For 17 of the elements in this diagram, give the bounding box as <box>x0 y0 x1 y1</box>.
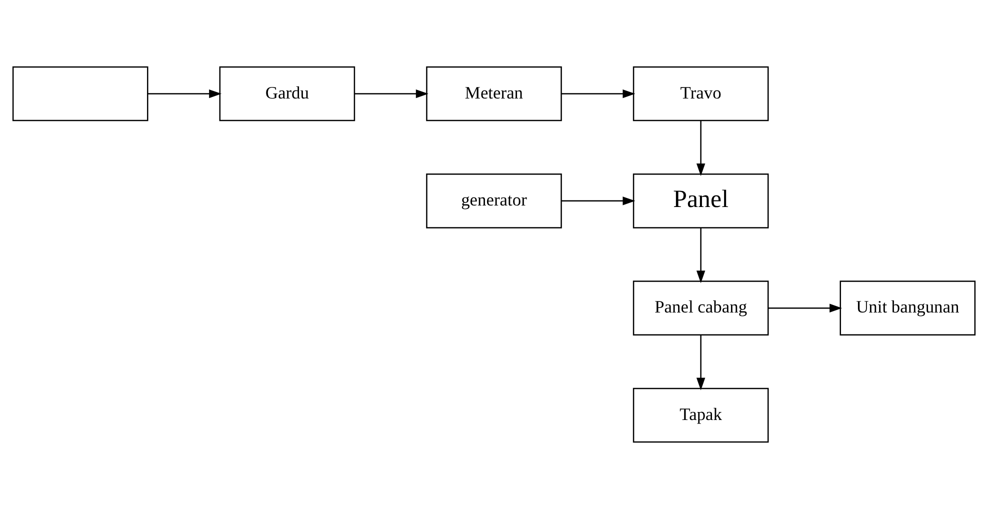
node-box <box>12 66 148 121</box>
arrow <box>696 334 706 390</box>
node-box: Meteran <box>426 66 562 121</box>
arrow <box>148 88 222 98</box>
node-box: Gardu <box>219 66 356 121</box>
arrow <box>696 120 706 176</box>
node-box: generator <box>426 173 562 228</box>
arrow <box>561 88 636 98</box>
arrow <box>561 196 636 205</box>
arrow <box>768 303 842 312</box>
node-box: Panel cabang <box>632 280 769 335</box>
arrow <box>696 228 706 283</box>
node-box: Panel <box>632 173 769 228</box>
node-box: Tapak <box>632 387 769 442</box>
node-box: Travo <box>632 66 769 121</box>
arrow <box>354 88 428 98</box>
node-box: Unit bangunan <box>840 280 976 335</box>
